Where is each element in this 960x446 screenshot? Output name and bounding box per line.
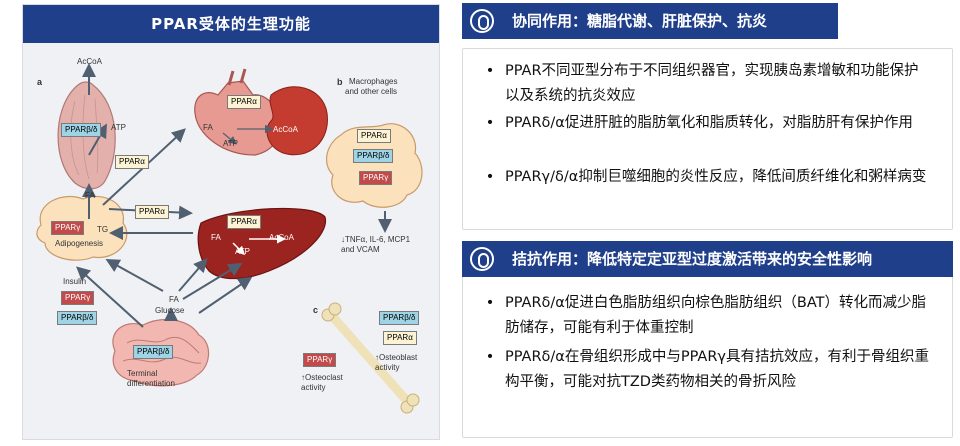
panel-title: PPAR受体的生理功能 (23, 5, 439, 43)
osteoclast-activity-label: activity (301, 383, 326, 392)
synergy-box: • PPAR不同亚型分布于不同组织器官，实现胰岛素增敏和功能保护以及系统的抗炎效… (462, 48, 953, 230)
antagonism-box: • PPARδ/α促进白色脂肪组织向棕色脂肪组织（BAT）转化而减少脂肪储存，可… (462, 276, 953, 438)
synergy-bullet-2: • PPARδ/α促进肝脏的脂肪氧化和脂质转化，对脂肪肝有保护作用 (483, 111, 933, 136)
ppar-bd-bone-tag: PPARβ/δ (379, 311, 420, 325)
ppar-g-macro-tag: PPARγ (359, 171, 393, 185)
acoa-heart-label: AcCoA (273, 125, 298, 134)
ppar-bd-insulin-tag: PPARβ/δ (57, 311, 98, 325)
bullet-text: PPARδ/α促进肝脏的脂肪氧化和脂质转化，对脂肪肝有保护作用 (505, 115, 913, 131)
ppar-a-bone-tag: PPARα (383, 331, 417, 345)
tnf-label: ↓TNFα, IL-6, MCP1 (341, 235, 411, 244)
diagram-panel: PPAR受体的生理功能 (22, 4, 440, 440)
atp-heart-label: ATP (223, 139, 238, 148)
acoa-liver-label: AcCoA (269, 233, 294, 242)
synergy-bullet-3: • PPARγ/δ/α抑制巨噬细胞的炎性反应，降低间质纤维化和粥样病变 (483, 165, 933, 190)
ppar-g-bone-tag: PPARγ (303, 353, 337, 367)
ppar-bd-muscle-tag: PPARβ/δ (61, 123, 102, 137)
pathway-arrows (76, 63, 392, 328)
bullet-dot: • (485, 169, 495, 185)
bullet-dot: • (485, 63, 495, 79)
diagram-graphics (36, 63, 423, 414)
ppar-a-liver-tag: PPARα (227, 215, 261, 229)
synergy-bullet-1: • PPAR不同亚型分布于不同组织器官，实现胰岛素增敏和功能保护以及系统的抗炎效… (483, 59, 933, 109)
macrophages-label: Macrophages (349, 77, 398, 86)
antagonism-bullet-2: • PPARδ/α在骨组织形成中与PPARγ具有拮抗效应，有利于骨组织重构平衡，… (483, 345, 933, 395)
synergy-title: 协同作用：糖脂代谢、肝脏保护、抗炎 (512, 12, 768, 30)
ppar-a-mid1-tag: PPARα (115, 155, 149, 169)
atp-liver-label: ATP (235, 247, 250, 256)
bullet-text: PPARδ/α促进白色脂肪组织向棕色脂肪组织（BAT）转化而减少脂肪储存，可能有… (505, 295, 926, 336)
atp-muscle-label: ATP (111, 123, 126, 132)
bullet-text: PPAR不同亚型分布于不同组织器官，实现胰岛素增敏和功能保护以及系统的抗炎效应 (505, 63, 919, 104)
bullet-dot: • (485, 349, 495, 365)
antagonism-header: 拮抗作用：降低特定定亚型过度激活带来的安全性影响 (462, 241, 953, 277)
bullet-text: PPARγ/δ/α抑制巨噬细胞的炎性反应，降低间质纤维化和粥样病变 (505, 169, 927, 185)
osteoblast-label: ↑Osteoblast (375, 353, 418, 362)
ppar-a-heart-tag: PPARα (227, 95, 261, 109)
kidney-illustration (266, 86, 328, 156)
ppar-a-mid2-tag: PPARα (135, 205, 169, 219)
fa-liver-label: FA (211, 233, 221, 242)
differentiation-label: differentiation (127, 379, 175, 388)
glucose-label: Glucose (155, 306, 185, 315)
ppar-g-adipo-tag: PPARγ (51, 221, 85, 235)
fa-glucose-label: FA (169, 295, 179, 304)
antagonism-bullet-1: • PPARδ/α促进白色脂肪组织向棕色脂肪组织（BAT）转化而减少脂肪储存，可… (483, 291, 933, 341)
insulin-label: Insulin (63, 277, 87, 286)
bullet-dot: • (485, 115, 495, 131)
acoa-muscle-label: AcCoA (77, 57, 102, 66)
header-number-badge (470, 9, 494, 33)
macrophage-illustration (325, 123, 423, 208)
panel-b-letter: b (337, 77, 343, 87)
other-cells-label: and other cells (345, 87, 398, 96)
vcam-label: and VCAM (341, 245, 380, 254)
antagonism-title: 拮抗作用：降低特定定亚型过度激活带来的安全性影响 (512, 250, 873, 268)
panel-a-letter: a (37, 77, 43, 87)
synergy-header: 协同作用：糖脂代谢、肝脏保护、抗炎 (462, 3, 838, 39)
ppar-diagram: a b c AcCoA PPARβ/δ ATP FA PPARα FA ATP … (23, 43, 441, 441)
bullet-dot: • (485, 295, 495, 311)
osteoblast-activity-label: activity (375, 363, 400, 372)
bone-illustration (321, 302, 420, 414)
bullet-text: PPARδ/α在骨组织形成中与PPARγ具有拮抗效应，有利于骨组织重构平衡，可能… (505, 349, 930, 390)
fa-muscle-label: FA (85, 191, 95, 200)
osteoclast-label: ↑Osteoclast (301, 373, 343, 382)
ppar-bd-gut-tag: PPARβ/δ (133, 345, 174, 359)
adipogenesis-label: Adipogenesis (55, 239, 104, 248)
header-number-badge (470, 247, 494, 271)
terminal-label: Terminal (127, 369, 158, 378)
ppar-bd-macro-tag: PPARβ/δ (353, 149, 394, 163)
fa-heart-label: FA (203, 123, 213, 132)
ppar-g-insulin-tag: PPARγ (61, 291, 95, 305)
ppar-a-macro-tag: PPARα (357, 129, 391, 143)
liver-illustration (197, 207, 327, 280)
panel-c-letter: c (313, 305, 319, 315)
tg-label: TG (97, 225, 109, 234)
